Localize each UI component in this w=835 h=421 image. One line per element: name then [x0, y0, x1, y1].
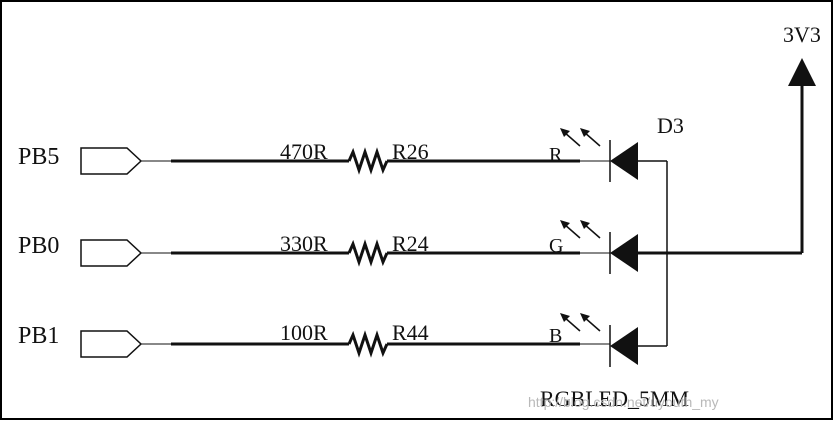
- resistor-value-r26: 470R: [280, 139, 328, 164]
- led-pin-label-g: G: [549, 235, 564, 257]
- resistor-icon: [347, 330, 389, 358]
- led-designator: D3: [657, 113, 684, 138]
- watermark-text: http://blog.csdn.net/uyouth_my: [528, 394, 719, 410]
- port-icon: [80, 330, 143, 358]
- resistor-designator-r24: R24: [392, 231, 429, 256]
- led-pin-label-b: B: [549, 325, 563, 347]
- port-icon: [80, 147, 143, 175]
- light-emission-icon: [580, 220, 590, 229]
- supply-label: 3V3: [783, 22, 821, 47]
- port-label-pb1: PB1: [18, 323, 60, 349]
- diode-icon: [610, 327, 638, 365]
- port-label-pb0: PB0: [18, 233, 60, 259]
- supply-arrow-icon: [788, 58, 816, 86]
- channel-red: [80, 128, 638, 182]
- supply-net: [638, 84, 804, 347]
- port-label-pb5: PB5: [18, 144, 60, 170]
- resistor-designator-r44: R44: [392, 320, 429, 345]
- resistor-icon: [347, 239, 389, 267]
- resistor-icon: [347, 147, 389, 175]
- light-emission-icon: [580, 128, 590, 137]
- resistor-value-r24: 330R: [280, 231, 328, 256]
- port-icon: [80, 239, 143, 267]
- led-pin-label-r: R: [549, 144, 563, 166]
- channel-blue: [80, 313, 638, 367]
- light-emission-icon: [580, 313, 590, 322]
- channel-green: [80, 220, 638, 274]
- resistor-value-r44: 100R: [280, 320, 328, 345]
- diode-icon: [610, 234, 638, 272]
- diode-icon: [610, 142, 638, 180]
- led-part-number: RGBLED_5MM: [540, 386, 690, 411]
- resistor-designator-r26: R26: [392, 139, 429, 164]
